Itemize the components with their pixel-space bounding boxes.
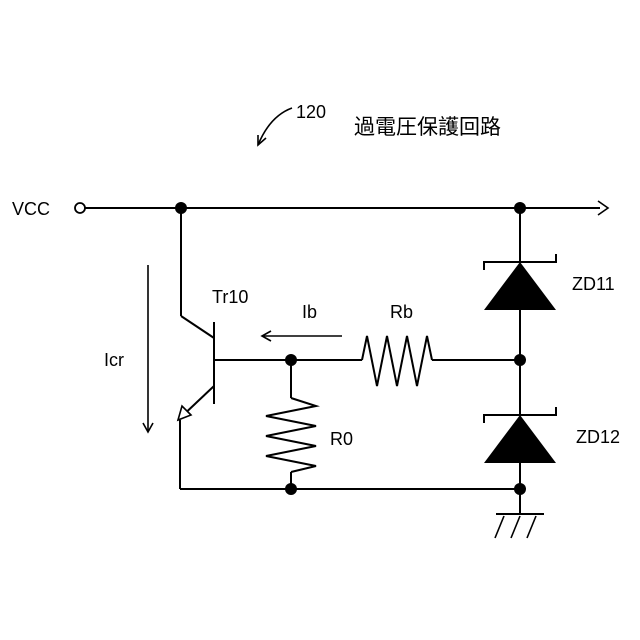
resistor-rb-label: Rb	[390, 302, 413, 322]
zener-zd11-label: ZD11	[572, 274, 615, 294]
junction-dot-icon	[285, 354, 297, 366]
zd11-body	[484, 262, 556, 310]
zd12-body	[484, 415, 556, 463]
zener-diode-zd12	[484, 407, 556, 463]
emitter-arrow-icon	[178, 406, 191, 420]
resistor-rb	[362, 336, 432, 386]
zener-diode-zd11	[484, 254, 556, 310]
junction-dot-icon	[514, 483, 526, 495]
base-current-label: Ib	[302, 302, 317, 322]
transistor-label: Tr10	[212, 287, 248, 307]
resistor-r0-label: R0	[330, 429, 353, 449]
resistor-r0	[266, 398, 316, 472]
reference-leader	[258, 108, 292, 145]
ground-icon	[495, 514, 544, 538]
junction-dot-icon	[285, 483, 297, 495]
vcc-terminal-icon	[75, 203, 85, 213]
reference-number: 120	[296, 102, 326, 122]
collector-current-label: Icr	[104, 350, 124, 370]
junction-dot-icon	[175, 202, 187, 214]
junction-dot-icon	[514, 202, 526, 214]
transistor-tr10	[178, 322, 214, 420]
circuit-title: 過電圧保護回路	[354, 115, 501, 139]
junction-dot-icon	[514, 354, 526, 366]
zener-zd12-label: ZD12	[576, 427, 620, 447]
leader-curve	[258, 108, 292, 145]
collector-lead	[181, 316, 214, 338]
vcc-label: VCC	[12, 199, 50, 219]
